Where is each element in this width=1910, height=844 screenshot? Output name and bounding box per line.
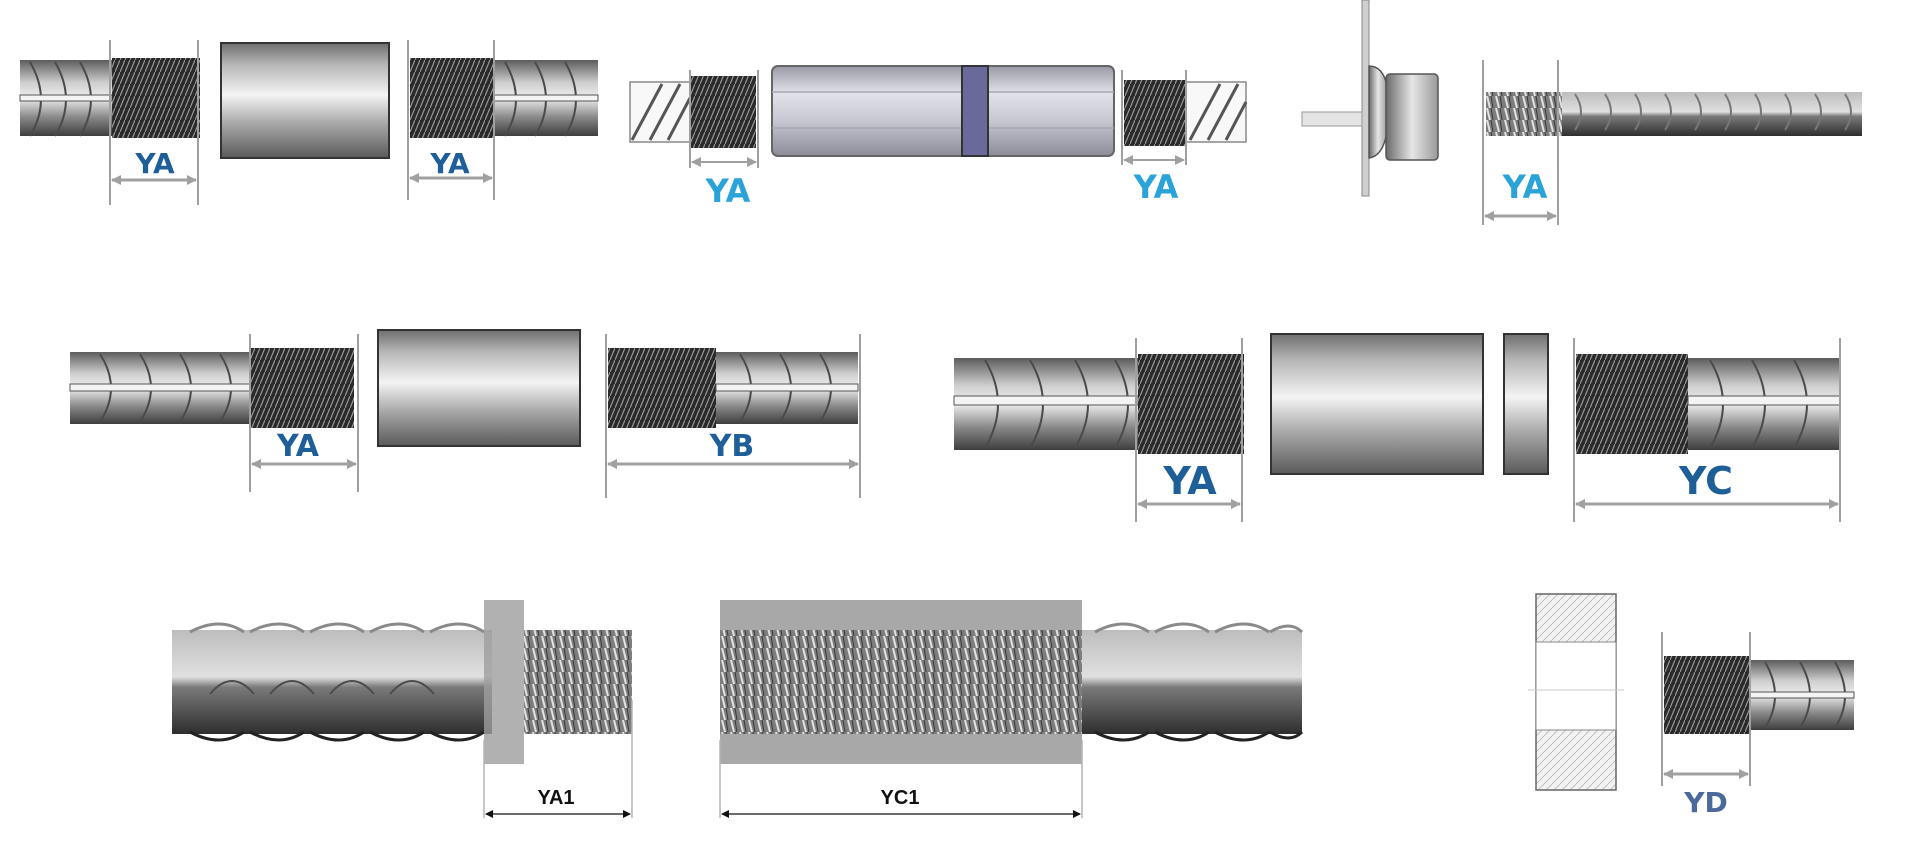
thread-right bbox=[410, 58, 494, 138]
panel-1-coupler-standard: YA YA bbox=[19, 40, 599, 205]
panel-3-end-anchor: YA bbox=[1301, 0, 1862, 225]
panel-5-coupler-locknut: YA YC bbox=[953, 333, 1841, 522]
rebar bbox=[172, 630, 492, 734]
nut-bore bbox=[1535, 641, 1617, 731]
rebar bbox=[1082, 630, 1302, 734]
label-ya: YA bbox=[134, 147, 175, 180]
anchor-body bbox=[1385, 73, 1439, 161]
thread bbox=[1664, 656, 1750, 734]
nut bbox=[484, 600, 524, 764]
thread bbox=[524, 630, 632, 734]
thread bbox=[720, 630, 1082, 734]
coupler-sleeve bbox=[1270, 333, 1484, 475]
label-ya: YA bbox=[1502, 168, 1548, 206]
thread-left bbox=[112, 58, 200, 138]
center-ring bbox=[961, 65, 989, 157]
panel-2-coupler-transition: YA YA bbox=[629, 65, 1248, 210]
lock-nut bbox=[1503, 333, 1549, 475]
thread-left bbox=[1138, 354, 1244, 454]
rebar bbox=[1562, 92, 1862, 136]
label-ya: YA bbox=[276, 429, 320, 464]
coupler-sleeve bbox=[771, 65, 1115, 157]
coupler-sleeve bbox=[220, 42, 390, 159]
label-ya: YA bbox=[1162, 459, 1217, 503]
thread bbox=[1486, 92, 1562, 136]
label-yd: YD bbox=[1683, 786, 1728, 819]
coupler-sleeve bbox=[377, 329, 581, 447]
panel-6-threaded-rebar-nut: YA1 bbox=[172, 600, 633, 818]
plate bbox=[1361, 0, 1370, 197]
panel-7-threaded-rebar-sleeve: YC1 bbox=[719, 600, 1304, 818]
panel-8-nut-section: YD bbox=[1528, 593, 1855, 819]
label-ya: YA bbox=[1133, 168, 1179, 206]
label-yb: YB bbox=[709, 429, 755, 464]
label-yc1: YC1 bbox=[881, 787, 920, 809]
thread-left bbox=[250, 348, 354, 428]
rebar-left bbox=[629, 81, 691, 143]
label-ya1: YA1 bbox=[537, 787, 574, 809]
label-ya: YA bbox=[429, 147, 470, 180]
thread-left bbox=[690, 76, 756, 148]
label-yc: YC bbox=[1678, 459, 1733, 503]
panel-4-coupler-positional: YA YB bbox=[69, 329, 861, 498]
thread-right bbox=[1124, 80, 1186, 146]
label-ya: YA bbox=[705, 172, 751, 210]
anchor-head bbox=[1368, 65, 1388, 159]
thread-right bbox=[608, 348, 716, 428]
thread-right bbox=[1576, 354, 1688, 454]
